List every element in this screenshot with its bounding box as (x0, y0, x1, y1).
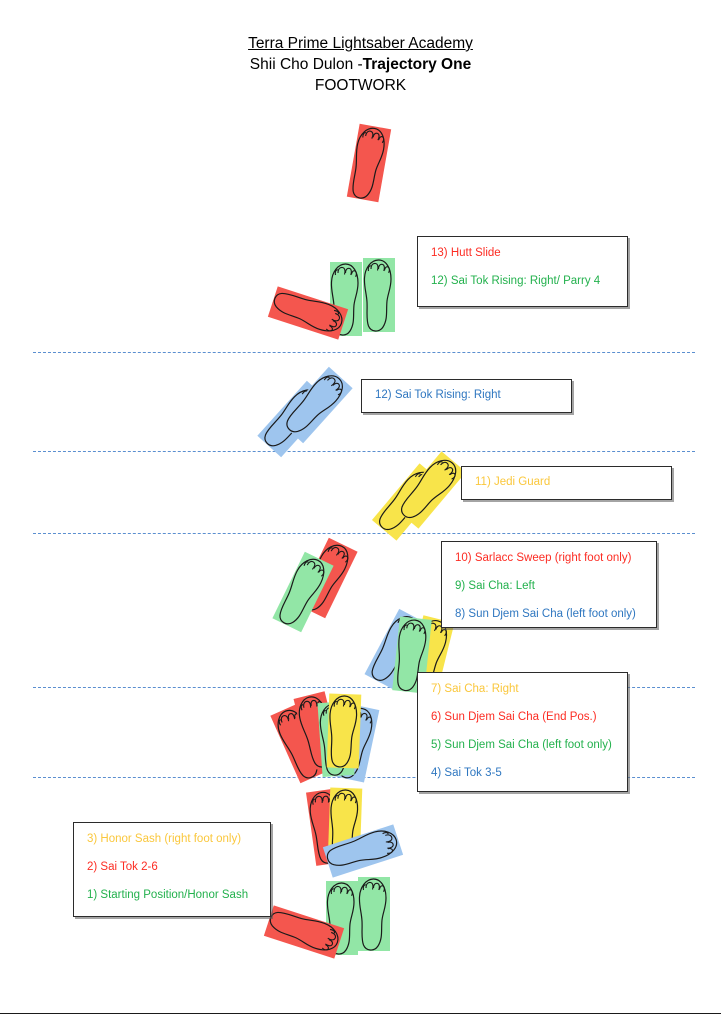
callout-box-11[interactable]: 11) Jedi Guard (461, 466, 672, 500)
callout-box-7-6-5-4[interactable]: 7) Sai Cha: Right 6) Sun Djem Sai Cha (E… (417, 672, 628, 792)
callout-box-12[interactable]: 12) Sai Tok Rising: Right (361, 379, 572, 413)
callout-line: 12) Sai Tok Rising: Right/ Parry 4 (431, 275, 601, 287)
callout-line: 8) Sun Djem Sai Cha (left foot only) (455, 608, 636, 620)
footprint-green (272, 551, 334, 633)
subtitle-bold: Trajectory One (362, 56, 472, 73)
callout-box-13-12[interactable]: 13) Hutt Slide 12) Sai Tok Rising: Right… (417, 236, 628, 307)
footprint-yellow (326, 693, 362, 769)
footprint-green (392, 616, 432, 694)
guide-line-1 (33, 352, 695, 353)
footprint-yellow-right (393, 451, 467, 529)
callout-line: 1) Starting Position/Honor Sash (87, 889, 249, 901)
page-title: Terra Prime Lightsaber Academy (248, 35, 473, 52)
callout-line: 11) Jedi Guard (475, 476, 551, 488)
callout-line: 12) Sai Tok Rising: Right (375, 389, 501, 401)
page-footer-rule (0, 1013, 721, 1014)
callout-line: 13) Hutt Slide (431, 247, 501, 259)
callout-line: 9) Sai Cha: Left (455, 580, 535, 592)
callout-line: 2) Sai Tok 2-6 (87, 861, 158, 873)
subtitle-plain: Shii Cho Dulon - (249, 56, 363, 73)
page-section-label: FOOTWORK (314, 77, 407, 94)
callout-line: 10) Sarlacc Sweep (right foot only) (455, 552, 632, 564)
page-subtitle: Shii Cho Dulon -Trajectory One (0, 54, 721, 75)
footprint-red (267, 286, 349, 340)
callout-box-10-9-8[interactable]: 10) Sarlacc Sweep (right foot only) 9) S… (441, 541, 657, 628)
foot-outline-icon (352, 127, 385, 199)
footprint-green-right (363, 258, 395, 332)
callout-line: 7) Sai Cha: Right (431, 683, 519, 695)
footprint-blue-right (279, 366, 353, 444)
footprint-red (263, 905, 345, 959)
callout-line: 4) Sai Tok 3-5 (431, 767, 502, 779)
footprint-red (346, 123, 392, 203)
callout-line: 6) Sun Djem Sai Cha (End Pos.) (431, 711, 597, 723)
document-titles: Terra Prime Lightsaber Academy Shii Cho … (0, 34, 721, 96)
footprint-blue (322, 824, 404, 878)
callout-line: 5) Sun Djem Sai Cha (left foot only) (431, 739, 612, 751)
guide-line-4 (33, 687, 695, 688)
footprint-green-right (358, 877, 390, 951)
guide-line-2 (33, 451, 695, 452)
callout-box-3-2-1[interactable]: 3) Honor Sash (right foot only) 2) Sai T… (73, 822, 271, 917)
guide-line-3 (33, 533, 695, 534)
callout-line: 3) Honor Sash (right foot only) (87, 833, 242, 845)
